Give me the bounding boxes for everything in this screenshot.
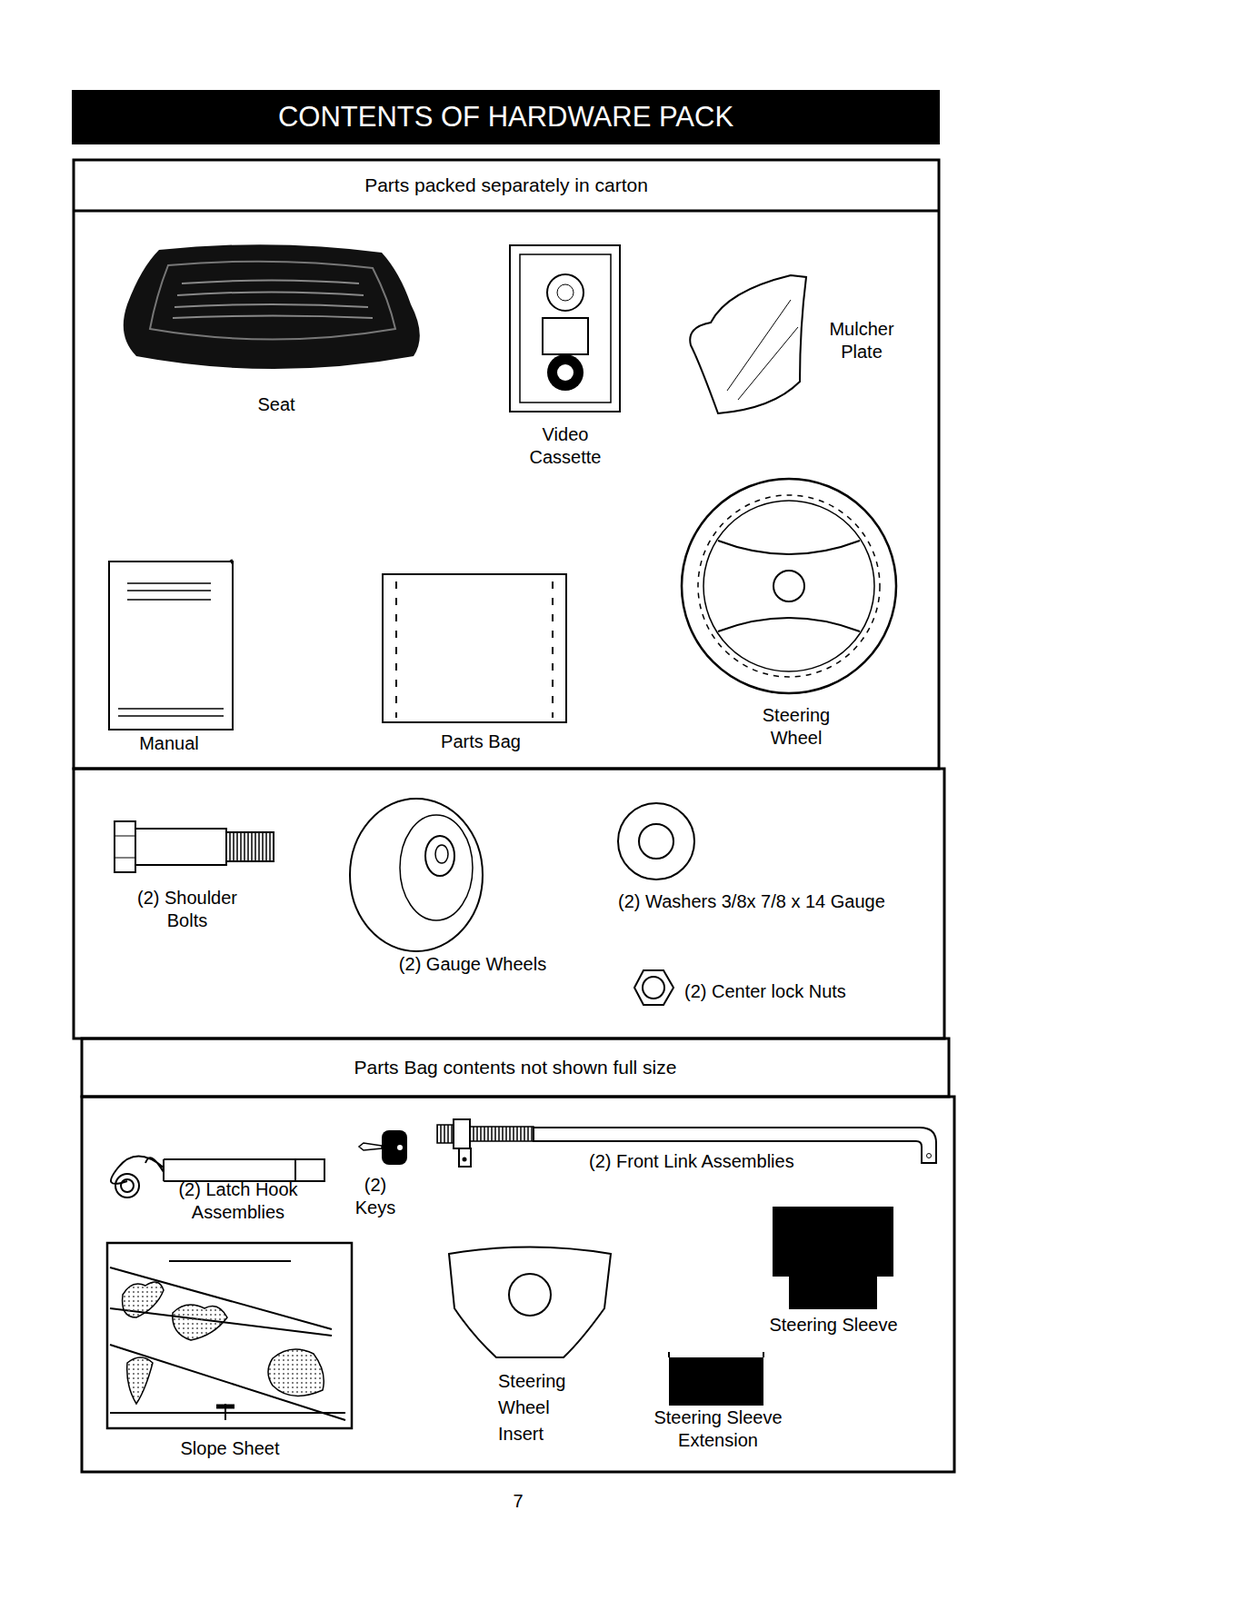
part-label: Parts Bag [417,730,545,754]
part-label: Mulcher Plate [816,318,908,364]
part-label: Slope Sheet [161,1437,299,1461]
part-label: Manual [114,732,224,756]
part-label: Steering Sleeve Extension [640,1406,796,1453]
header-text: Parts Bag contents not shown full size [354,1056,678,1080]
part-label: (2) Latch Hook Assemblies [160,1178,316,1225]
part-label: Seat [221,393,331,417]
part-label: Steering Wheel Insert [498,1368,580,1448]
part-label: Steering Sleeve [756,1314,911,1337]
page-number: 7 [499,1490,537,1514]
page-title: CONTENTS OF HARDWARE PACK [71,89,940,145]
part-label: (2) Keys [343,1174,408,1220]
part-label: (2) Washers 3/8x 7/8 x 14 Gauge [618,890,946,914]
part-label: (2) Shoulder Bolts [123,887,251,933]
part-label: (2) Front Link Assemblies [588,1150,826,1174]
part-label: (2) Center lock Nuts [684,980,867,1004]
header-text: Parts packed separately in carton [364,173,649,198]
part-label: Video Cassette [515,423,616,469]
part-label: (2) Gauge Wheels [372,953,573,977]
part-label: Steering Wheel [746,704,847,750]
section-header: Parts packed separately in carton [76,162,937,210]
section-header: Parts Bag contents not shown full size [84,1041,947,1095]
